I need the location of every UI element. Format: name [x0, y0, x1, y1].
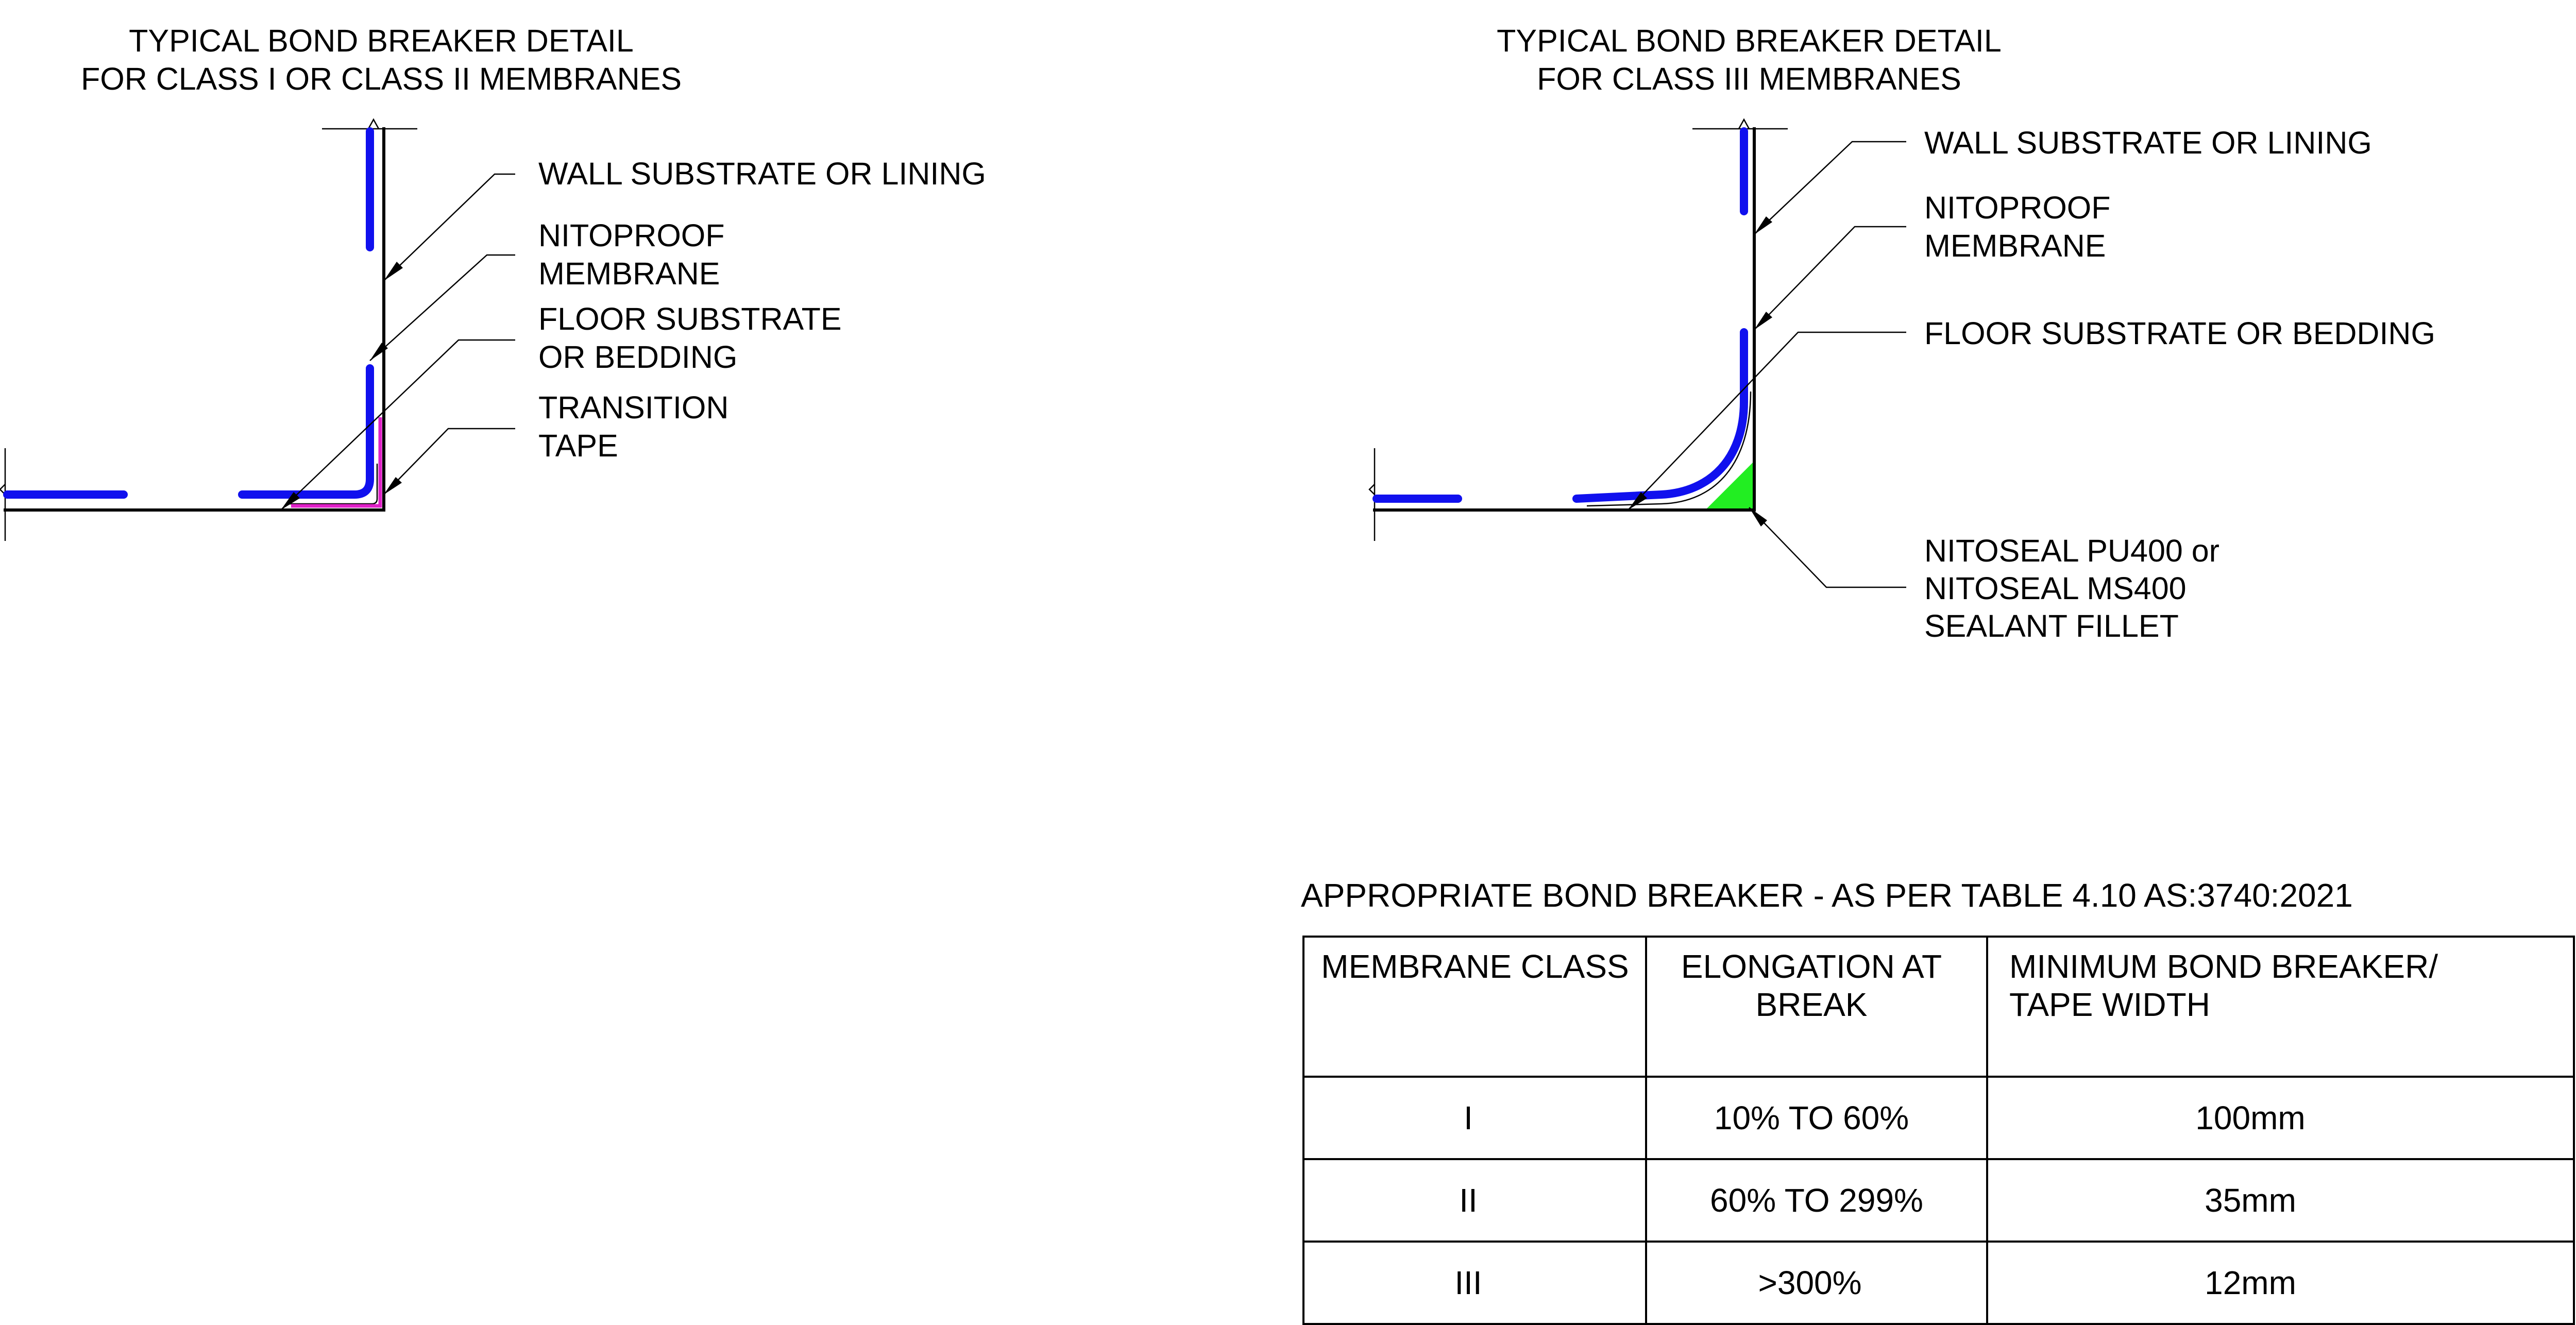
detail-class-3: TYPICAL BOND BREAKER DETAIL FOR CLASS II…: [1368, 23, 2435, 643]
table-header-row: MEMBRANE CLASS ELONGATION AT BREAK MINIM…: [1321, 948, 2438, 1023]
detail1-substrate-frame: [0, 118, 417, 541]
cell-min-width: 12mm: [2205, 1264, 2296, 1301]
detail1-title-line1: TYPICAL BOND BREAKER DETAIL: [129, 23, 634, 58]
header-membrane-class: MEMBRANE CLASS: [1321, 948, 1629, 985]
table-row: I 10% TO 60% 100mm: [1464, 1099, 2306, 1136]
table-title: APPROPRIATE BOND BREAKER - AS PER TABLE …: [1301, 877, 2353, 914]
detail2-substrate-frame: [1368, 118, 1788, 541]
detail1-membrane: [3, 127, 374, 499]
detail2-labels: WALL SUBSTRATE OR LINING NITOPROOF MEMBR…: [1924, 125, 2435, 643]
header-min-width-line2: TAPE WIDTH: [2009, 986, 2210, 1023]
label-floor-substrate-line1: FLOOR SUBSTRATE: [538, 301, 842, 336]
detail2-sealant-fillet: [1705, 461, 1754, 510]
cell-class: I: [1464, 1099, 1473, 1136]
detail1-bond-breaker-line: [289, 464, 378, 505]
detail1-title-line2: FOR CLASS I OR CLASS II MEMBRANES: [81, 61, 682, 96]
detail-class-1-2: TYPICAL BOND BREAKER DETAIL FOR CLASS I …: [0, 23, 986, 541]
label-floor-substrate: FLOOR SUBSTRATE OR BEDDING: [1924, 316, 2435, 351]
cell-class: III: [1454, 1264, 1482, 1301]
label-sealant-line1: NITOSEAL PU400 or: [1924, 533, 2219, 568]
cell-class: II: [1459, 1182, 1478, 1219]
detail1-leaders: [280, 173, 515, 511]
detail2-leaders: [1628, 141, 1906, 588]
detail1-labels: WALL SUBSTRATE OR LINING NITOPROOF MEMBR…: [538, 156, 986, 463]
label-membrane-line1: NITOPROOF: [538, 218, 725, 253]
label-wall-substrate: WALL SUBSTRATE OR LINING: [538, 156, 986, 191]
table-grid: [1302, 936, 2575, 1325]
cell-min-width: 35mm: [2205, 1182, 2296, 1219]
label-sealant-line3: SEALANT FILLET: [1924, 608, 2179, 643]
table-row: II 60% TO 299% 35mm: [1459, 1182, 2296, 1219]
bond-breaker-table: APPROPRIATE BOND BREAKER - AS PER TABLE …: [1301, 877, 2575, 1325]
label-transition-tape-line2: TAPE: [538, 428, 618, 463]
detail2-title-line2: FOR CLASS III MEMBRANES: [1537, 61, 1961, 96]
label-transition-tape-line1: TRANSITION: [538, 390, 728, 425]
cell-elongation: 10% TO 60%: [1714, 1099, 1909, 1136]
cell-elongation: 60% TO 299%: [1710, 1182, 1923, 1219]
label-membrane-line1: NITOPROOF: [1924, 190, 2111, 225]
table-row: III >300% 12mm: [1454, 1264, 2296, 1301]
cell-min-width: 100mm: [2195, 1099, 2305, 1136]
label-wall-substrate: WALL SUBSTRATE OR LINING: [1924, 125, 2372, 160]
header-elongation-line2: BREAK: [1756, 986, 1868, 1023]
header-elongation-line1: ELONGATION AT: [1681, 948, 1942, 985]
detail2-bond-breaker-line: [1586, 391, 1752, 507]
label-membrane-line2: MEMBRANE: [1924, 228, 2106, 263]
cell-elongation: >300%: [1758, 1264, 1861, 1301]
label-membrane-line2: MEMBRANE: [538, 256, 720, 291]
detail2-membrane: [1372, 127, 1748, 503]
header-min-width-line1: MINIMUM BOND BREAKER/: [2009, 948, 2438, 985]
label-floor-substrate-line2: OR BEDDING: [538, 339, 737, 375]
detail1-transition-tape: [291, 417, 382, 508]
detail2-title-line1: TYPICAL BOND BREAKER DETAIL: [1497, 23, 2002, 58]
label-sealant-line2: NITOSEAL MS400: [1924, 571, 2187, 606]
